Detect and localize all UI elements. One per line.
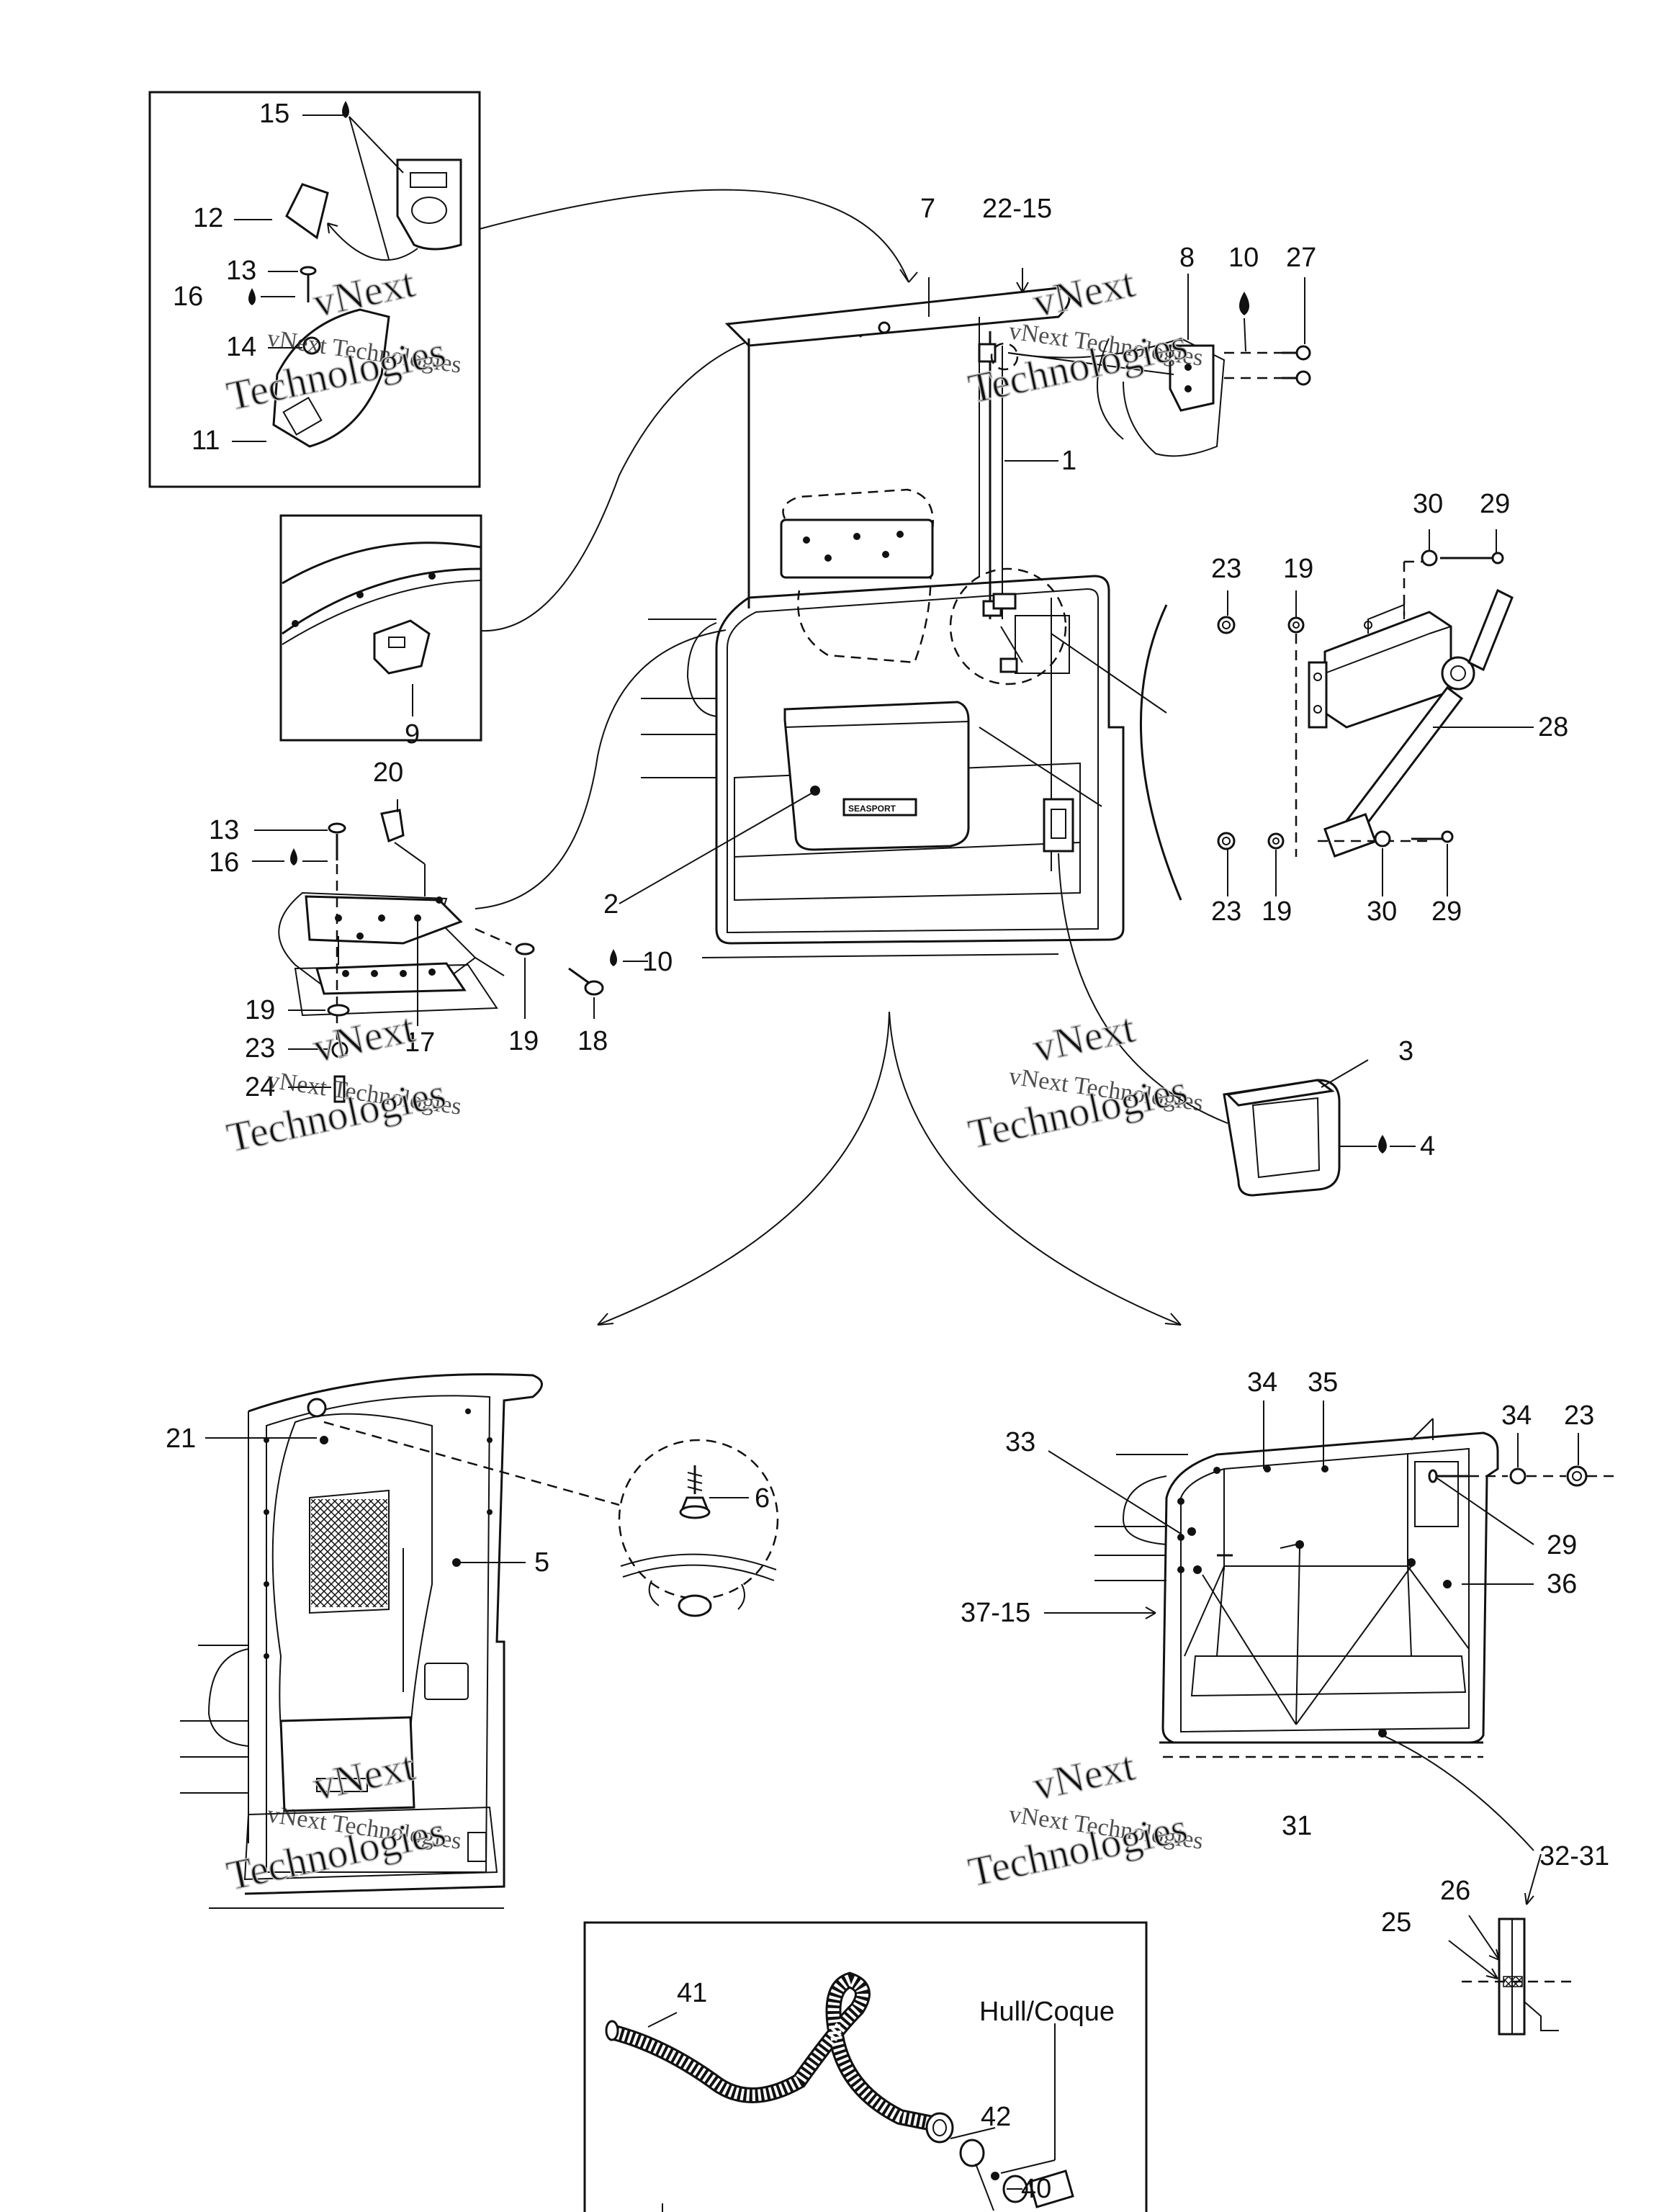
callout-12: 12 [193, 203, 223, 233]
svg-text:vNext: vNext [1029, 1743, 1138, 1809]
callout-7: 7 [920, 194, 935, 224]
svg-text:vNext: vNext [1029, 259, 1138, 326]
callout-30: 30 [1413, 489, 1443, 519]
drop-icon [248, 288, 256, 305]
callout-16: 16 [173, 282, 203, 312]
callout-22-15: 22-15 [982, 194, 1052, 224]
callout-37-15: 37-15 [961, 1598, 1030, 1628]
callout-30: 30 [1367, 896, 1397, 927]
inset-lid-light: 9 [279, 514, 482, 750]
seat-bracket-detail: 20 13 16 10 17 19 23 24 19 18 [209, 629, 727, 1103]
callout-34: 34 [1247, 1367, 1277, 1398]
callout-16: 16 [209, 848, 239, 878]
svg-text:vNext: vNext [1029, 1004, 1138, 1071]
callout-41: 41 [677, 1978, 707, 2008]
callout-19: 19 [1283, 554, 1313, 584]
hinge-bracket-part [1169, 344, 1215, 412]
hose-inset: 41 42 40 Hull/Coque [583, 1921, 1148, 2212]
callout-23: 23 [1564, 1401, 1594, 1431]
callout-34: 34 [1501, 1401, 1532, 1431]
callout-19: 19 [508, 1026, 539, 1056]
svg-text:vNext: vNext [309, 259, 418, 326]
lens-part [285, 183, 329, 240]
callout-18: 18 [577, 1026, 608, 1056]
callout-25: 25 [1381, 1907, 1411, 1938]
callout-21: 21 [166, 1424, 196, 1454]
hull-annotation: Hull/Coque [979, 1997, 1115, 2027]
callout-40: 40 [1021, 2174, 1051, 2204]
liner-view: 21 6 5 [166, 1373, 779, 1909]
callout-42: 42 [981, 2102, 1011, 2132]
watermark-group: vNext Technologies vNext Technologies vN… [222, 258, 1205, 1900]
callout-3: 3 [1398, 1036, 1413, 1066]
callout-32-31: 32-31 [1539, 1841, 1609, 1871]
callout-23: 23 [1211, 554, 1241, 584]
vent-detail: 3 4 [1058, 853, 1435, 1197]
light-base-part [272, 308, 390, 448]
callout-10: 10 [642, 947, 673, 977]
callout-19: 19 [245, 995, 275, 1025]
drop-icon [1378, 1135, 1387, 1154]
callout-19: 19 [1262, 896, 1292, 927]
inset-dome-light: 15 12 13 16 14 11 [148, 91, 481, 488]
callout-11: 11 [192, 426, 220, 456]
callout-1: 1 [1061, 446, 1076, 476]
drop-icon [1239, 292, 1249, 315]
callout-29: 29 [1547, 1530, 1577, 1560]
hinge-detail: 8 10 27 [1007, 243, 1316, 457]
main-compartment: SEASPORT 7 22-15 1 2 [603, 194, 1167, 958]
toilet-part [783, 701, 970, 851]
callout-26: 26 [1440, 1876, 1470, 1906]
callout-2: 2 [603, 889, 619, 920]
product-label: SEASPORT [848, 804, 896, 814]
latch-detail: 30 29 23 19 28 23 19 30 29 [1139, 489, 1568, 927]
bezel-part [396, 158, 462, 251]
callout-8: 8 [1179, 243, 1195, 273]
drop-icon [610, 949, 617, 966]
callout-4: 4 [1420, 1131, 1435, 1161]
callout-5: 5 [534, 1547, 549, 1578]
callout-23: 23 [245, 1033, 275, 1064]
callout-35: 35 [1308, 1367, 1338, 1398]
callout-17: 17 [405, 1028, 435, 1058]
callout-15: 15 [259, 99, 289, 129]
callout-13: 13 [226, 256, 256, 286]
edge-profile-detail: 25 26 [1381, 1876, 1577, 2036]
drop-icon [342, 101, 349, 118]
callout-28: 28 [1538, 712, 1568, 742]
callout-9: 9 [405, 719, 420, 750]
callout-10: 10 [1228, 243, 1259, 273]
callout-36: 36 [1547, 1569, 1577, 1599]
callout-27: 27 [1286, 243, 1316, 273]
callout-24: 24 [245, 1072, 275, 1102]
callout-29: 29 [1431, 896, 1462, 927]
compartment-structure-view: 34 35 34 23 33 29 36 37-15 31 32-31 [961, 1367, 1620, 1905]
callout-31: 31 [1282, 1811, 1312, 1841]
callout-20: 20 [373, 757, 403, 788]
callout-23: 23 [1211, 896, 1241, 927]
callout-14: 14 [226, 332, 256, 362]
callout-29: 29 [1480, 489, 1510, 519]
callout-6: 6 [755, 1483, 770, 1514]
callout-13: 13 [209, 815, 239, 845]
drop-icon [290, 848, 297, 866]
callout-33: 33 [1005, 1427, 1035, 1457]
